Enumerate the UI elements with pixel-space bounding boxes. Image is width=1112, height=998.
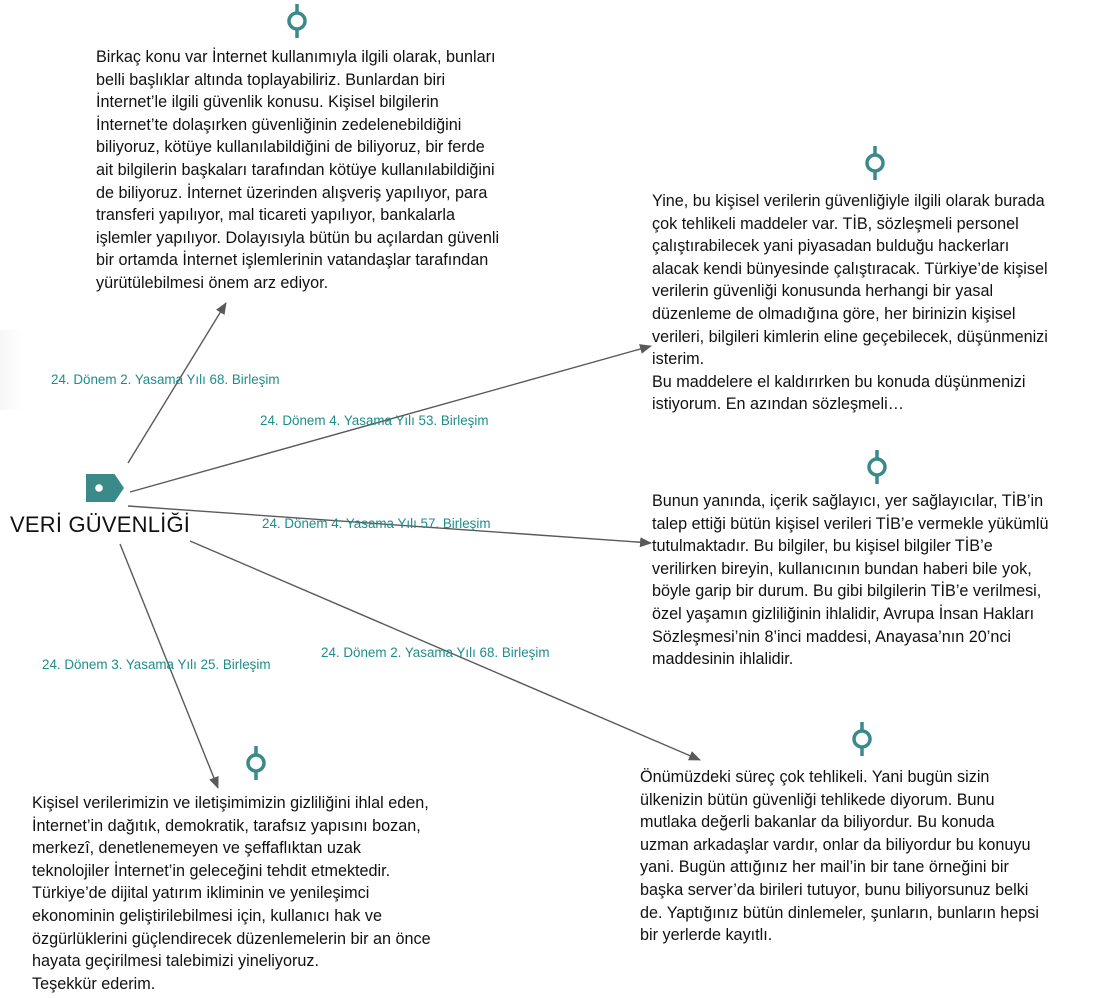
location-pin-icon[interactable] [864,450,890,484]
edge-arrow-2 [129,344,652,493]
edge-arrow-5 [119,543,219,789]
tag-icon[interactable] [84,474,124,502]
node-text-2: Yine, bu kişisel verilerin güvenliğiyle … [652,192,1048,414]
location-pin-icon[interactable] [862,146,888,180]
location-pin-icon[interactable] [243,746,269,780]
edge-label-3: 24. Dönem 4. Yasama Yılı 57. Birleşim [262,516,491,531]
node-text-5: Kişisel verilerimizin ve iletişimimizin … [32,794,431,993]
edge-label-4: 24. Dönem 2. Yasama Yılı 68. Birleşim [321,645,550,660]
node-text-4: Önümüzdeki süreç çok tehlikeli. Yani bug… [640,768,1039,945]
left-edge-shade [0,330,22,410]
location-pin-icon[interactable] [284,4,310,38]
edge-arrow-1 [127,302,227,464]
node-text-1: Birkaç konu var İnternet kullanımıyla il… [96,48,500,292]
edge-arrow-4 [189,540,701,761]
hub-title[interactable]: VERİ GÜVENLİĞİ [10,512,191,537]
edge-label-2: 24. Dönem 4. Yasama Yılı 53. Birleşim [260,413,489,428]
edge-arrow-3 [127,505,652,548]
node-text-3: Bunun yanında, içerik sağlayıcı, yer sağ… [652,492,1049,669]
location-pin-icon[interactable] [849,722,875,756]
edge-label-5: 24. Dönem 3. Yasama Yılı 25. Birleşim [42,657,271,672]
edge-label-1: 24. Dönem 2. Yasama Yılı 68. Birleşim [51,372,280,387]
